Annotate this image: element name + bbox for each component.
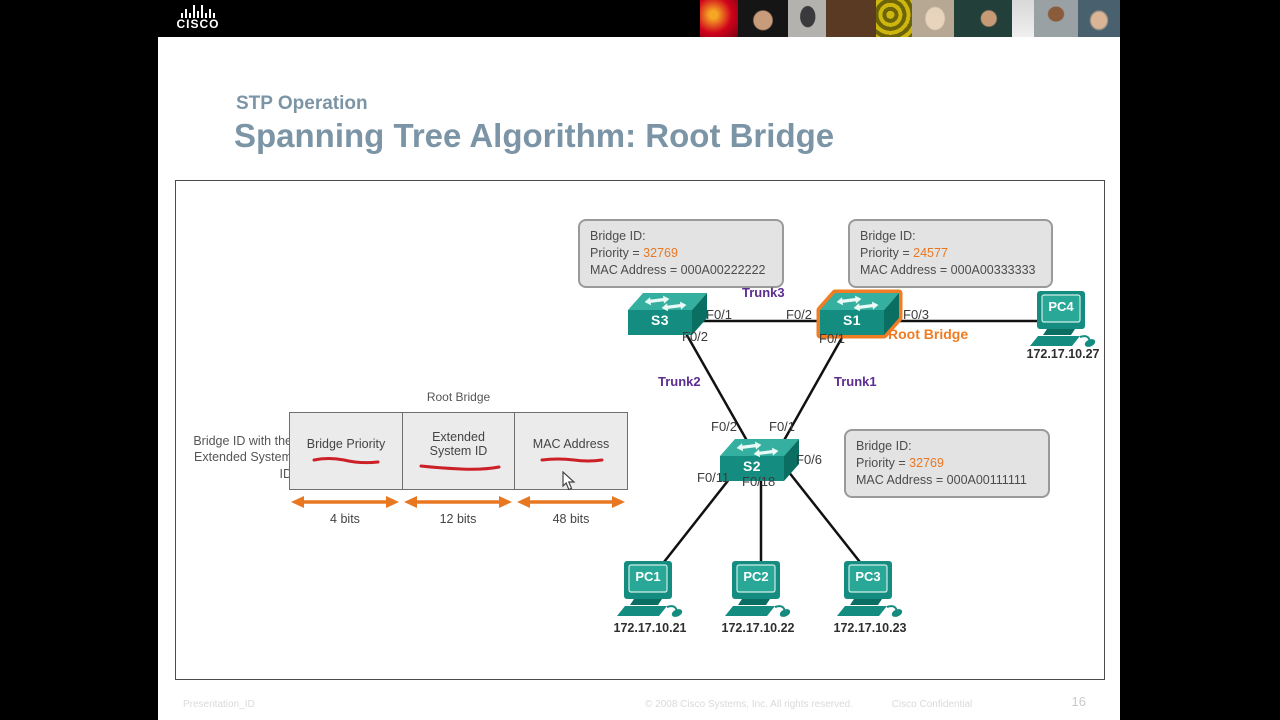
pc3-ip: 172.17.10.23 — [833, 621, 907, 635]
photo-segment — [1012, 0, 1034, 37]
switch-label: S1 — [842, 312, 862, 328]
port-s3-f0-1: F0/1 — [706, 307, 733, 322]
bridge-id-box-s1: Bridge ID: Priority = 24577 MAC Address … — [848, 219, 1053, 288]
bridge-id-field-boxes: Bridge Priority Extended System ID MAC A… — [289, 412, 628, 490]
bridge-id-title: Bridge ID: — [860, 229, 916, 243]
photo-segment — [738, 0, 788, 37]
bridge-id-mac: MAC Address = 000A00222222 — [590, 262, 766, 277]
bridge-id-mac: MAC Address = 000A00111111 — [856, 472, 1027, 487]
bridge-id-mac: MAC Address = 000A00333333 — [860, 262, 1036, 277]
switch-s2: S2 — [720, 438, 800, 482]
field-name: MAC Address — [532, 436, 610, 451]
footer-presentation-id: Presentation_ID — [183, 699, 255, 710]
switch-label: S3 — [650, 312, 670, 328]
bits-arrow-12 — [404, 495, 512, 509]
top-bar: CISCO — [0, 0, 1280, 37]
bits-label-48: 48 bits — [552, 512, 590, 526]
page-title: Spanning Tree Algorithm: Root Bridge — [234, 117, 835, 154]
photo-segment — [788, 0, 826, 37]
cisco-logo-word: CISCO — [176, 17, 220, 31]
priority-value: 32769 — [643, 245, 678, 260]
bits-arrow-48 — [517, 495, 625, 509]
pc3: PC3 — [836, 560, 905, 620]
switch-s3: S3 — [628, 292, 708, 336]
photo-segment — [1078, 0, 1120, 37]
photo-segment — [954, 0, 1012, 37]
pc1: PC1 — [616, 560, 685, 620]
bridge-id-title: Bridge ID: — [590, 229, 646, 243]
slide-pretitle: STP Operation — [236, 93, 368, 114]
mouse-cursor — [562, 471, 576, 491]
field-name: Extended System ID — [429, 429, 488, 458]
red-underline — [419, 464, 500, 471]
port-s2-f0-11: F0/11 — [697, 470, 730, 485]
photo-segment — [912, 0, 954, 37]
field-extended-system-id: Extended System ID — [401, 412, 516, 490]
bridge-id-box-s2: Bridge ID: Priority = 32769 MAC Address … — [844, 429, 1050, 498]
switch-s1-root-bridge: S1 — [816, 289, 903, 339]
photo-segment — [826, 0, 876, 37]
pc4: PC4 — [1029, 290, 1098, 350]
pc2: PC2 — [724, 560, 793, 620]
footer-copyright: © 2008 Cisco Systems, Inc. All rights re… — [644, 699, 853, 710]
trunk3-label: Trunk3 — [742, 285, 785, 300]
cisco-logo: CISCO — [163, 4, 233, 31]
pc-label: PC3 — [855, 569, 881, 584]
photo-strip — [700, 0, 1120, 37]
bits-label-4: 4 bits — [330, 512, 360, 526]
switch-label: S2 — [742, 458, 762, 474]
trunk1-label: Trunk1 — [834, 374, 877, 389]
port-s1-f0-1: F0/1 — [819, 331, 846, 346]
priority-value: 24577 — [913, 245, 948, 260]
footer-page-number: 16 — [1071, 694, 1086, 709]
topology-diagram: Bridge ID: Priority = 32769 MAC Address … — [175, 180, 1105, 680]
field-bridge-priority: Bridge Priority — [289, 412, 403, 490]
bits-arrow-4 — [291, 495, 399, 509]
port-s1-f0-2: F0/2 — [786, 307, 813, 322]
pc-label: PC2 — [743, 569, 769, 584]
field-mac-address: MAC Address — [514, 412, 628, 490]
port-s1-f0-3: F0/3 — [903, 307, 930, 322]
port-s3-f0-2: F0/2 — [682, 329, 709, 344]
bits-label-12: 12 bits — [439, 512, 477, 526]
pc1-ip: 172.17.10.21 — [613, 621, 687, 635]
bridge-id-priority: Priority = 24577 — [860, 245, 948, 260]
field-name: Bridge Priority — [306, 436, 386, 451]
port-s2-f0-18: F0/18 — [742, 474, 776, 489]
priority-value: 32769 — [909, 455, 944, 470]
pc2-ip: 172.17.10.22 — [721, 621, 795, 635]
photo-segment — [1034, 0, 1078, 37]
port-s2-f0-2: F0/2 — [711, 419, 738, 434]
bridge-id-box-s3: Bridge ID: Priority = 32769 MAC Address … — [578, 219, 784, 288]
port-s2-f0-6: F0/6 — [796, 452, 823, 467]
photo-segment — [700, 0, 738, 37]
port-s2-f0-1: F0/1 — [769, 419, 796, 434]
pc-label: PC4 — [1048, 299, 1074, 314]
red-underline — [312, 456, 380, 464]
root-bridge-callout: Root Bridge — [888, 326, 969, 342]
bridge-id-title: Bridge ID: — [856, 439, 912, 453]
slide: STP Operation Spanning Tree Algorithm: R… — [158, 37, 1120, 720]
red-underline — [540, 457, 604, 462]
footer-confidential: Cisco Confidential — [891, 699, 973, 710]
trunk2-label: Trunk2 — [658, 374, 701, 389]
bridge-id-priority: Priority = 32769 — [856, 455, 944, 470]
bridge-id-diagram-caption: Root Bridge — [426, 390, 491, 404]
pc-label: PC1 — [635, 569, 661, 584]
bridge-id-side-label: Bridge ID with the Extended System ID — [193, 434, 292, 481]
bridge-id-priority: Priority = 32769 — [590, 245, 678, 260]
photo-segment — [876, 0, 912, 37]
pc4-ip: 172.17.10.27 — [1026, 347, 1100, 361]
cisco-logo-bars — [163, 4, 233, 18]
